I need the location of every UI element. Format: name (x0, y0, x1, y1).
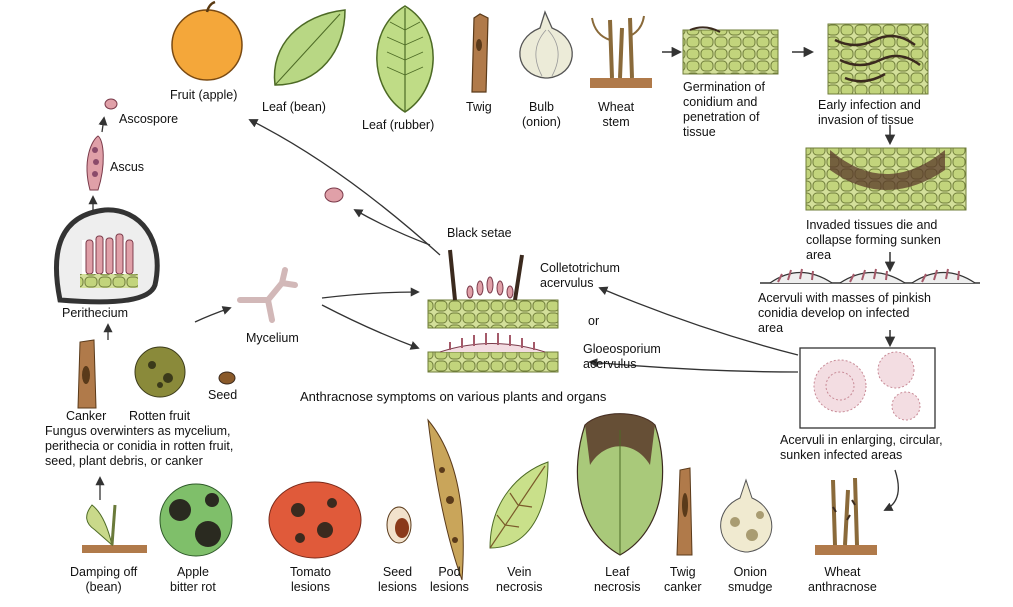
label-pod-lesions: Pod lesions (430, 565, 469, 595)
colletotrichum-acervulus-icon (428, 250, 558, 328)
label-early-infection: Early infection and invasion of tissue (818, 98, 921, 128)
label-twig-canker: Twig canker (664, 565, 702, 595)
seed-lesions-icon (387, 507, 411, 543)
label-damping-off: Damping off (bean) (70, 565, 137, 595)
label-apple-bitter-rot: Apple bitter rot (170, 565, 216, 595)
bean-leaf-icon (274, 10, 345, 85)
label-twig: Twig (466, 100, 492, 115)
label-symptoms-heading: Anthracnose symptoms on various plants a… (300, 389, 606, 404)
label-rotten-fruit: Rotten fruit (129, 409, 190, 424)
label-mycelium: Mycelium (246, 331, 299, 346)
vein-necrosis-leaf-icon (490, 462, 548, 548)
label-ascus: Ascus (110, 160, 144, 175)
circular-lesions-icon (800, 348, 935, 428)
germination-tissue-icon (683, 27, 778, 74)
pod-lesions-icon (428, 420, 463, 580)
label-perithecium: Perithecium (62, 306, 128, 321)
label-ascospore: Ascospore (119, 112, 178, 127)
label-wheat-anthracnose: Wheat anthracnose (808, 565, 877, 595)
label-acervuli-enlarging: Acervuli in enlarging, circular, sunken … (780, 433, 943, 463)
ascospore-icon (105, 99, 117, 109)
damping-off-bean-icon (82, 505, 147, 553)
perithecium-icon (56, 210, 157, 302)
wheat-stem-icon (590, 16, 652, 88)
ascus-icon (87, 136, 103, 190)
twig-icon (472, 14, 488, 92)
label-acervuli-masses: Acervuli with masses of pinkish conidia … (758, 291, 931, 336)
label-bulb-onion: Bulb (onion) (522, 100, 561, 130)
label-vein-necrosis: Vein necrosis (496, 565, 543, 595)
label-colletotrichum: Colletotrichum acervulus (540, 261, 620, 291)
rotten-fruit-icon (135, 347, 185, 397)
label-leaf-bean: Leaf (bean) (262, 100, 326, 115)
label-overwinter: Fungus overwinters as mycelium, perithec… (45, 424, 233, 469)
label-wheat-stem: Wheat stem (598, 100, 634, 130)
early-infection-tissue-icon (828, 24, 928, 94)
apple-bitter-rot-icon (160, 484, 232, 556)
label-seed-lesions: Seed lesions (378, 565, 417, 595)
label-onion-smudge: Onion smudge (728, 565, 772, 595)
tomato-lesions-icon (269, 482, 361, 558)
apple-fruit-icon (172, 2, 242, 80)
label-or: or (588, 314, 599, 329)
gloeosporium-acervulus-icon (428, 333, 558, 372)
canker-icon (78, 340, 96, 408)
acervuli-mounds-icon (760, 269, 980, 283)
label-leaf-necrosis: Leaf necrosis (594, 565, 641, 595)
label-seed: Seed (208, 388, 237, 403)
seed-icon (219, 372, 235, 384)
label-canker: Canker (66, 409, 106, 424)
wheat-anthracnose-icon (815, 478, 877, 555)
label-invaded-tissues: Invaded tissues die and collapse forming… (806, 218, 941, 263)
label-leaf-rubber: Leaf (rubber) (362, 118, 434, 133)
rubber-leaf-icon (377, 6, 433, 112)
mycelium-icon (240, 270, 295, 320)
label-tomato-lesions: Tomato lesions (290, 565, 331, 595)
onion-smudge-icon (721, 480, 772, 552)
leaf-necrosis-icon (577, 414, 662, 555)
onion-bulb-icon (520, 12, 572, 78)
label-gloeosporium: Gloeosporium acervulus (583, 342, 661, 372)
sunken-tissue-icon (806, 148, 966, 210)
label-black-setae: Black setae (447, 226, 512, 241)
spore-icon (325, 188, 343, 202)
label-germination: Germination of conidium and penetration … (683, 80, 765, 140)
label-fruit-apple: Fruit (apple) (170, 88, 237, 103)
twig-canker-icon (677, 468, 692, 555)
